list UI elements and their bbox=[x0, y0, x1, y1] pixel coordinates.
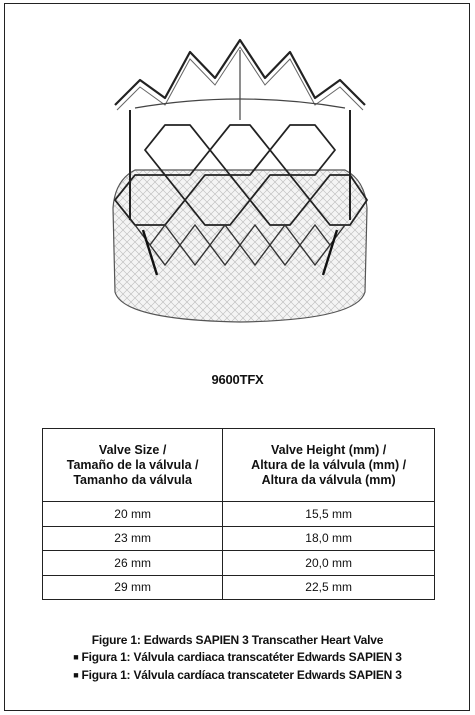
caption-portuguese: ■Figura 1: Válvula cardíaca transcateter… bbox=[73, 668, 402, 682]
cell-valve-height: 18,0 mm bbox=[222, 525, 435, 551]
valve-crown bbox=[114, 38, 366, 106]
cell-valve-height: 20,0 mm bbox=[222, 550, 435, 576]
cell-valve-height: 22,5 mm bbox=[222, 574, 435, 600]
table-row: 29 mm 22,5 mm bbox=[41, 574, 435, 600]
caption-spanish: ■Figura 1: Válvula cardiaca transcatéter… bbox=[73, 650, 402, 664]
cell-valve-size: 20 mm bbox=[41, 501, 224, 527]
cell-valve-size: 23 mm bbox=[41, 525, 224, 551]
figure-caption: Figure 1: Edwards SAPIEN 3 Transcather H… bbox=[0, 632, 475, 685]
table-row: 20 mm 15,5 mm bbox=[41, 501, 435, 527]
model-code: 9600TFX bbox=[211, 372, 264, 387]
table-row: 26 mm 20,0 mm bbox=[41, 550, 435, 576]
table-header-row: Valve Size / Tamaño de la válvula / Tama… bbox=[41, 428, 435, 502]
cell-valve-size: 29 mm bbox=[41, 574, 224, 600]
cell-valve-height: 15,5 mm bbox=[222, 501, 435, 527]
table-row: 23 mm 18,0 mm bbox=[41, 525, 435, 551]
header-valve-height: Valve Height (mm) / Altura de la válvula… bbox=[222, 428, 435, 502]
bullet-icon: ■ bbox=[73, 652, 79, 662]
valve-size-table: Valve Size / Tamaño de la válvula / Tama… bbox=[41, 428, 435, 600]
page-frame bbox=[4, 3, 470, 711]
caption-english: Figure 1: Edwards SAPIEN 3 Transcather H… bbox=[91, 633, 384, 647]
header-valve-size: Valve Size / Tamaño de la válvula / Tama… bbox=[41, 428, 224, 502]
cell-valve-size: 26 mm bbox=[41, 550, 224, 576]
heart-valve-illustration bbox=[112, 38, 368, 323]
bullet-icon: ■ bbox=[73, 670, 79, 680]
